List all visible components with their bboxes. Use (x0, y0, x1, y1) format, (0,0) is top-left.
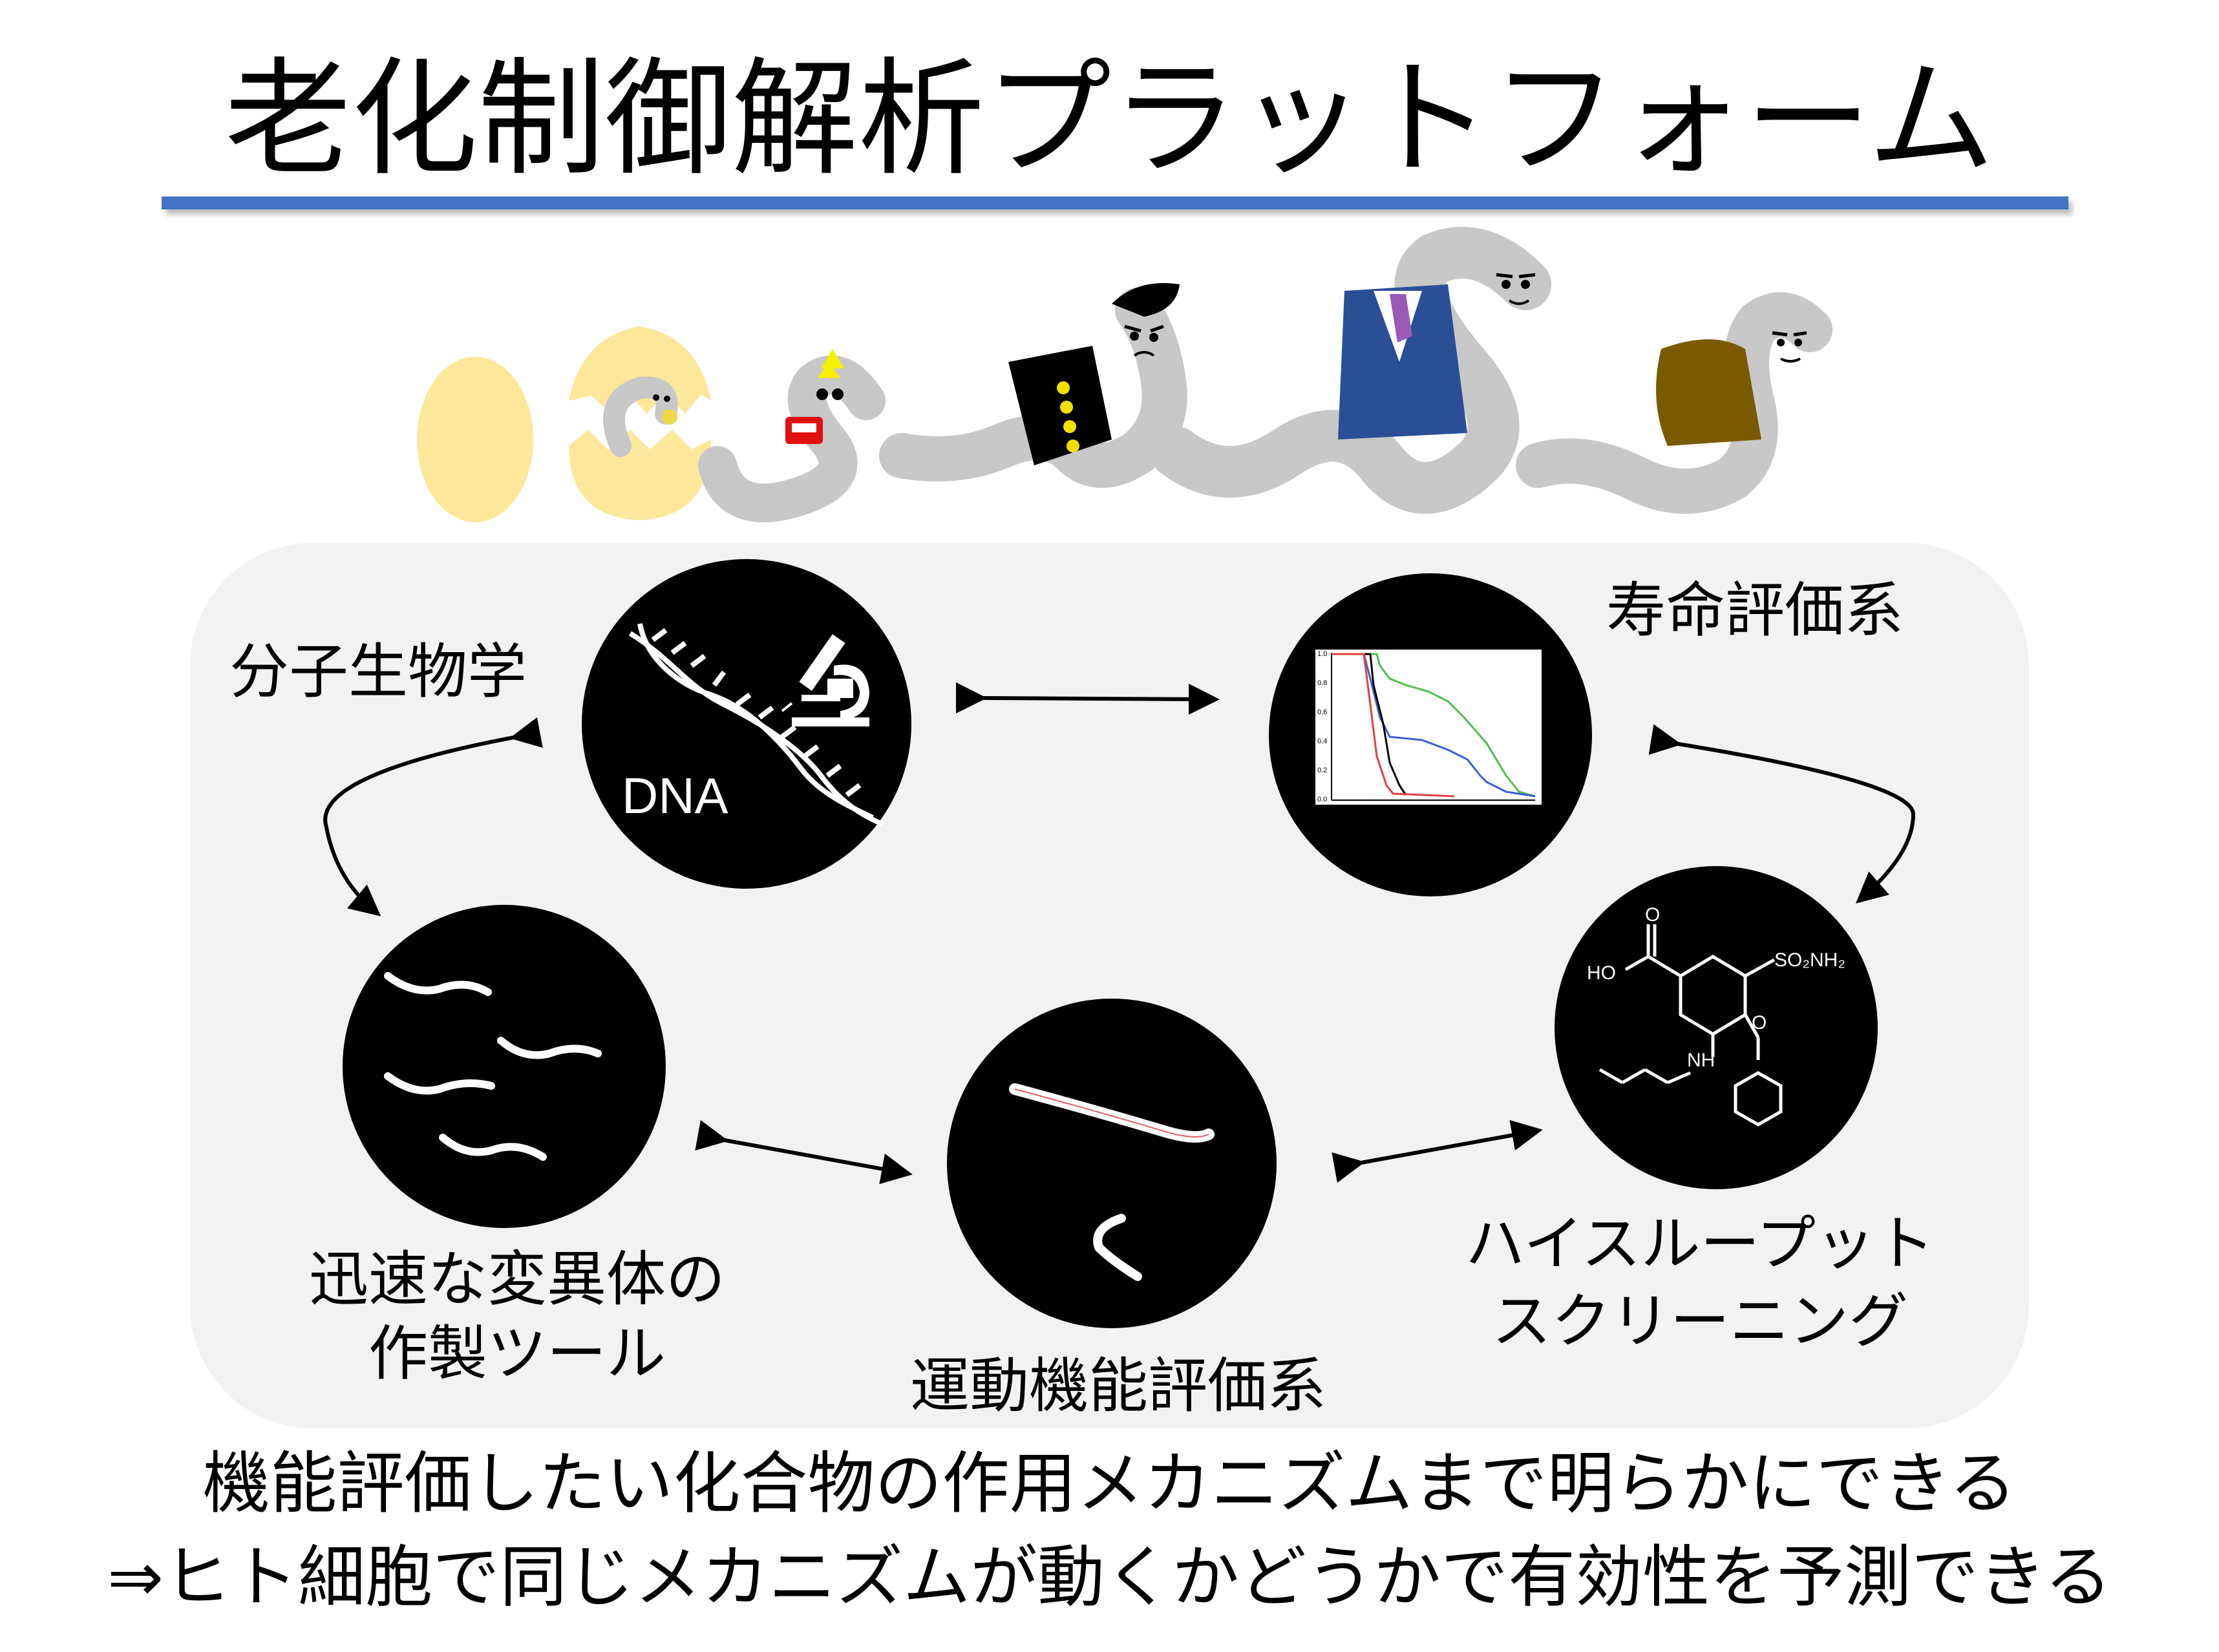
svg-text:60: 60 (1522, 803, 1533, 813)
conclusion-line-1: 機能評価したい化合物の作用メカニズムまで明らかにできる (202, 1444, 2017, 1523)
chem-o-ring-label: O (1752, 1012, 1767, 1033)
arrow-motor-screening (1332, 1119, 1543, 1183)
label-molecular-biology: 分子生物学 (229, 637, 527, 706)
label-lifespan: 寿命評価系 (1606, 576, 1904, 645)
label-motor-function: 運動機能評価系 (909, 1351, 1326, 1421)
dna-helix-icon (628, 623, 884, 827)
chem-so2nh2-label: SO₂NH₂ (1774, 949, 1845, 971)
chem-o-label: O (1645, 904, 1660, 926)
arrow-mutant-motor (695, 1119, 913, 1185)
svg-text:0.0: 0.0 (1317, 796, 1327, 803)
svg-text:0.2: 0.2 (1317, 767, 1327, 774)
microscope-icon (781, 634, 869, 726)
lifespan-circle: 0 10 20 30 40 50 60 1.0 0.8 0.6 0.4 0.2 … (1269, 573, 1592, 896)
arrow-molecular-lifespan (955, 682, 1220, 715)
svg-text:40: 40 (1458, 803, 1468, 813)
survival-curve-green (1332, 653, 1536, 798)
svg-text:1.0: 1.0 (1317, 650, 1327, 658)
title-underline (162, 196, 2068, 209)
label-mutant-tools-line1: 迅速な変異体の (308, 1245, 725, 1314)
survival-curve-red (1332, 653, 1455, 798)
arrow-lifespan-screening (1648, 724, 1916, 904)
molecular-biology-circle: DNA (582, 559, 911, 889)
survival-curve-black (1332, 653, 1407, 796)
chem-nh-label: NH (1687, 1050, 1715, 1071)
chemical-structure-icon (1598, 924, 1783, 1127)
svg-text:30: 30 (1425, 803, 1436, 813)
dna-text: DNA (622, 767, 728, 824)
worms-icon (384, 972, 602, 1161)
svg-text:10: 10 (1361, 803, 1371, 813)
survival-plot-background (1315, 650, 1542, 805)
label-screening-line2: スクリーニング (1491, 1287, 1908, 1356)
svg-text:20: 20 (1393, 803, 1403, 813)
screening-circle: HO O SO₂NH₂ O NH (1555, 866, 1878, 1189)
arrow-molecular-mutant (323, 717, 543, 916)
label-mutant-tools-line2: 作製ツール (368, 1319, 666, 1388)
survival-y-ticks: 1.0 0.8 0.6 0.4 0.2 0.0 (1317, 650, 1327, 803)
motor-worm-icon (1009, 1083, 1215, 1281)
page-title: 老化制御解析プラットフォーム (224, 46, 1995, 193)
survival-x-ticks: 0 10 20 30 40 50 60 (1330, 803, 1533, 813)
svg-text:50: 50 (1490, 803, 1500, 813)
chem-ho-label: HO (1587, 962, 1616, 984)
label-screening-line1: ハイスループット (1465, 1209, 1935, 1278)
svg-text:0.6: 0.6 (1317, 708, 1327, 716)
survival-curve-blue (1332, 653, 1536, 798)
svg-text:0.4: 0.4 (1317, 737, 1327, 745)
svg-text:0: 0 (1330, 803, 1335, 813)
mutant-tools-circle (343, 905, 666, 1228)
conclusion-line-2: ⇒ヒト細胞で同じメカニズムが動くかどうかで有効性を予測できる (107, 1538, 2112, 1616)
svg-text:0.8: 0.8 (1317, 679, 1327, 687)
motor-function-circle (947, 999, 1277, 1328)
